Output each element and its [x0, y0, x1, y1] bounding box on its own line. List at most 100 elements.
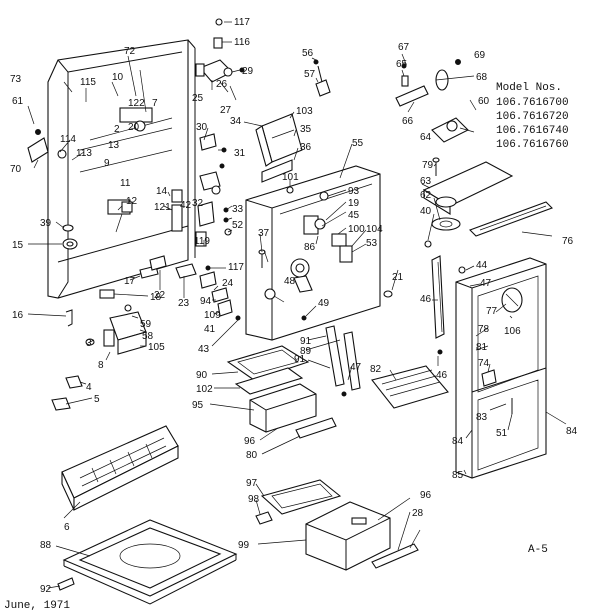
- part-label: 117: [228, 262, 244, 273]
- part-label: 115: [80, 77, 96, 88]
- part-label: 86: [304, 242, 316, 253]
- tray-63: [422, 161, 514, 215]
- part-label: 40: [420, 206, 432, 217]
- part-label: 66: [402, 116, 414, 127]
- part-label: 30: [196, 122, 208, 133]
- part-label: 34: [230, 116, 242, 127]
- part-label: 93: [348, 186, 360, 197]
- part-label: 28: [412, 508, 424, 519]
- gasket-46: [424, 240, 466, 355]
- clip-6: [57, 577, 75, 591]
- part-label: 97: [246, 478, 258, 489]
- part-label: 79: [422, 160, 434, 171]
- part-label: 72: [124, 46, 136, 57]
- part-labels: 117 116 29 26 25 27 56 57 67 65 69 68 66…: [10, 17, 578, 595]
- part-label: 91: [294, 354, 306, 365]
- part-label: 46: [436, 370, 448, 381]
- part-label: 78: [478, 324, 490, 335]
- part-label: 81: [476, 342, 488, 353]
- model-number: 106.7616760: [496, 139, 569, 151]
- hinge-21: [65, 309, 73, 327]
- screw-39: [62, 224, 74, 232]
- part-label: 83: [476, 412, 488, 423]
- part-label: 8: [98, 360, 104, 371]
- part-label: 67: [398, 42, 410, 53]
- knob-106: [501, 287, 523, 313]
- page-code: A-5: [528, 544, 548, 556]
- model-header: Model Nos.: [496, 82, 562, 94]
- part-label: 27: [220, 105, 232, 116]
- part-label: 4: [86, 382, 92, 393]
- part-label: 13: [108, 140, 120, 151]
- part-label: 122: [128, 98, 145, 109]
- liner-55: [245, 165, 381, 341]
- part-label: 58: [142, 331, 154, 342]
- part-label: 68: [476, 72, 488, 83]
- drawer-90: [249, 383, 337, 439]
- part-label: 2: [114, 124, 120, 135]
- caster-80: [65, 375, 83, 389]
- hinge-pin-57: [313, 59, 331, 97]
- part-label: 33: [232, 204, 244, 215]
- part-label: 119: [194, 236, 210, 247]
- part-label: 10: [112, 72, 124, 83]
- part-label: 96: [244, 436, 256, 447]
- part-label: 114: [60, 134, 76, 145]
- relay-assembly: [103, 304, 147, 355]
- part-label: 35: [300, 124, 312, 135]
- part-label: 77: [486, 306, 498, 317]
- rail-76: [469, 201, 553, 237]
- part-label: 90: [196, 370, 208, 381]
- handle-98: [371, 543, 419, 569]
- part-label: 94: [200, 296, 212, 307]
- part-label: 62: [420, 190, 432, 201]
- part-label: 9: [104, 158, 110, 169]
- date-label: June, 1971: [4, 600, 70, 612]
- part-label: 61: [12, 96, 24, 107]
- part-label: 88: [40, 540, 52, 551]
- part-label: 32: [192, 198, 204, 209]
- disc-62: [431, 217, 461, 231]
- part-label: 92: [40, 584, 52, 595]
- part-label: 100: [348, 224, 365, 235]
- part-label: 105: [148, 342, 165, 353]
- part-label: 59: [140, 319, 152, 330]
- damper-parts: [395, 59, 469, 143]
- part-label: 37: [258, 228, 270, 239]
- drawer-97: [305, 501, 391, 571]
- part-label: 104: [366, 224, 383, 235]
- part-label: 31: [234, 148, 246, 159]
- drain-pan-5: [62, 519, 238, 605]
- part-label: 55: [352, 138, 364, 149]
- parts-lower-mid: [139, 255, 241, 321]
- bracket-70: [27, 129, 49, 163]
- part-label: 106: [504, 326, 521, 337]
- part-label: 91: [300, 336, 312, 347]
- part-label: 89: [300, 346, 312, 357]
- part-label: 25: [192, 93, 204, 104]
- model-number: 106.7616740: [496, 125, 569, 137]
- part-label: 64: [420, 132, 432, 143]
- switch-parts-mid: [121, 133, 232, 247]
- liner-screws: [258, 249, 393, 298]
- part-label: 74: [478, 358, 490, 369]
- part-label: 103: [296, 106, 313, 117]
- shelf-96: [371, 365, 449, 409]
- part-label: 16: [12, 310, 24, 321]
- part-label: 76: [562, 236, 574, 247]
- grommet-15: [62, 238, 78, 250]
- part-label: 113: [76, 148, 92, 159]
- part-label: 3: [86, 338, 92, 349]
- part-label: 98: [248, 494, 260, 505]
- screw-79: [432, 157, 440, 176]
- part-label: 116: [234, 37, 250, 48]
- drawer-lid-88: [255, 479, 342, 525]
- part-label: 53: [366, 238, 378, 249]
- crisper-lid-91: [226, 345, 310, 381]
- part-label: 17: [124, 276, 136, 287]
- crisper-89: [234, 367, 304, 395]
- part-label: 47: [480, 278, 492, 289]
- part-label: 63: [420, 176, 432, 187]
- part-label: 95: [192, 400, 204, 411]
